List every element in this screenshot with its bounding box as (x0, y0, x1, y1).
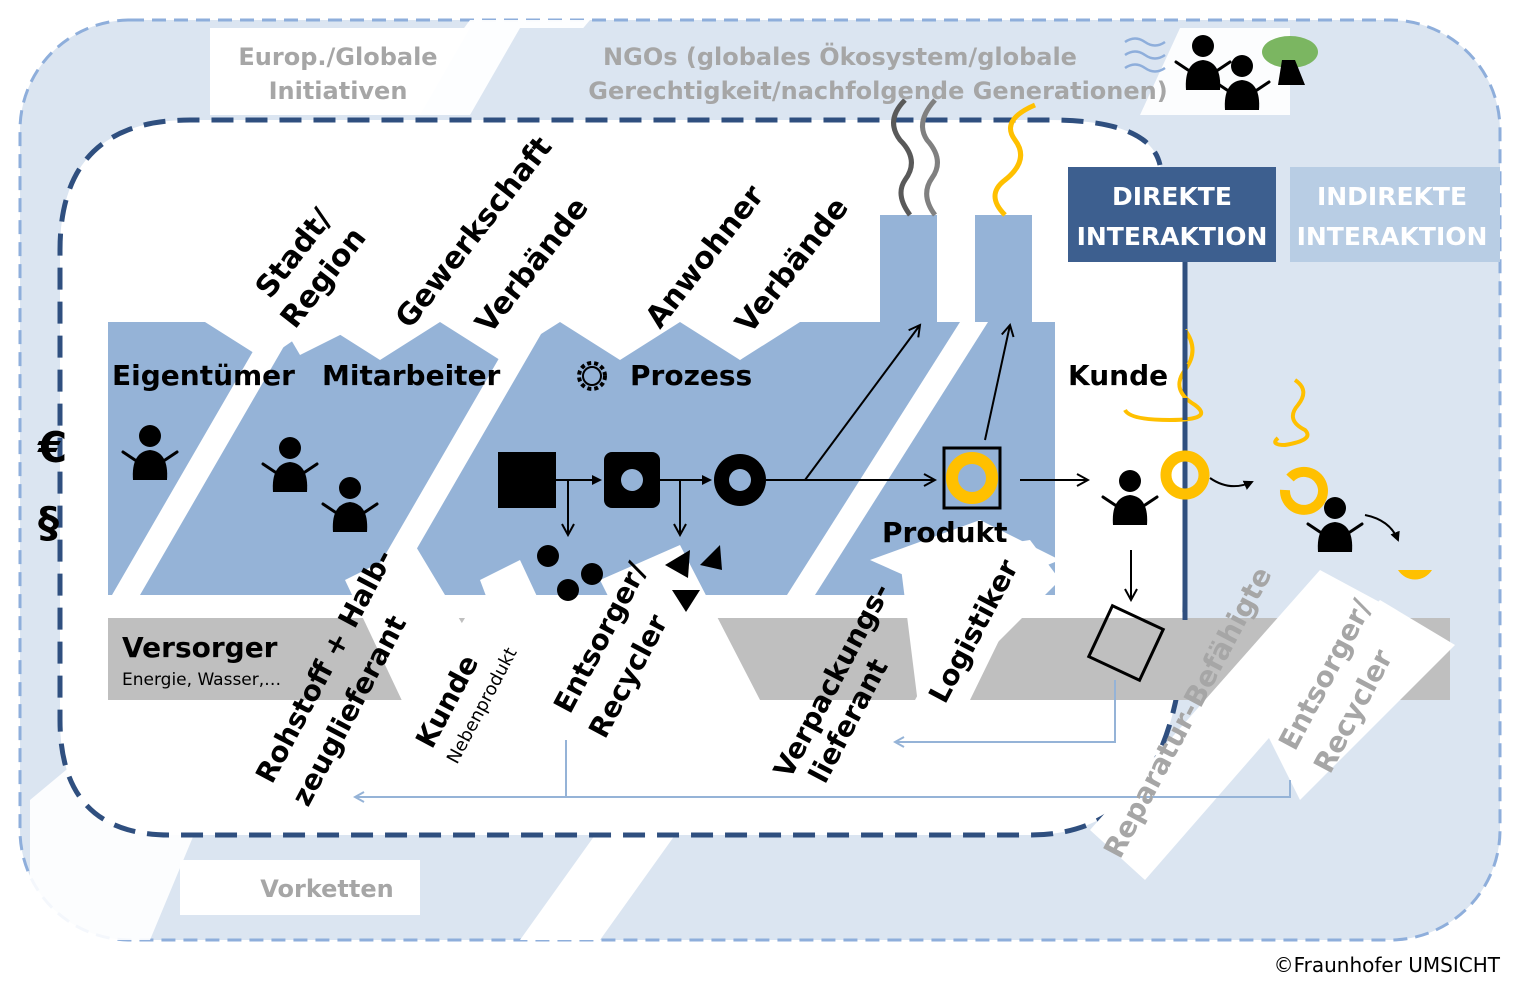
customer-label: Kunde (1068, 359, 1168, 392)
legend-indirect-text-1: INDIREKTE (1317, 182, 1467, 211)
supplier-label: Versorger (122, 631, 278, 664)
broken-ring-icon (1280, 466, 1328, 515)
product-box-icon (942, 446, 1002, 510)
initiatives-banner (210, 28, 470, 115)
used-product-icon (1160, 450, 1210, 500)
vorketten-banner (180, 860, 420, 915)
process-flow (498, 325, 1088, 612)
employees-label: Mitarbeiter (322, 359, 501, 392)
paragraph-symbol: § (38, 498, 59, 547)
owner-label: Eigentümer (112, 359, 295, 392)
product-label: Produkt (882, 516, 1008, 549)
initiatives-label-2: Initiativen (269, 77, 408, 105)
legend-direct-text-1: DIREKTE (1112, 182, 1232, 211)
supplier-sub-label: Energie, Wasser,… (122, 670, 281, 690)
legend-direct (1068, 167, 1276, 262)
tree-icon (1262, 36, 1318, 85)
waves-icon (1124, 37, 1166, 73)
fragment-icon (1398, 570, 1432, 580)
vorketten-label: Vorketten (260, 875, 394, 903)
legend-direct-text-2: INTERAKTION (1077, 222, 1268, 251)
copyright-label: ©Fraunhofer UMSICHT (1274, 953, 1501, 977)
package-icon (1086, 603, 1166, 683)
legend-indirect (1290, 167, 1500, 262)
euro-symbol: € (37, 423, 67, 472)
legend-indirect-text-2: INTERAKTION (1297, 222, 1488, 251)
gear-icon (577, 361, 607, 391)
process-label: Prozess (630, 359, 752, 392)
ngos-label: NGOs (globales Ökosystem/globale (603, 41, 1077, 71)
raw-material-icon (498, 452, 556, 508)
initiatives-label: Europ./Globale (238, 43, 437, 71)
ngos-label-2: Gerechtigkeit/nachfolgende Generationen) (588, 77, 1167, 105)
